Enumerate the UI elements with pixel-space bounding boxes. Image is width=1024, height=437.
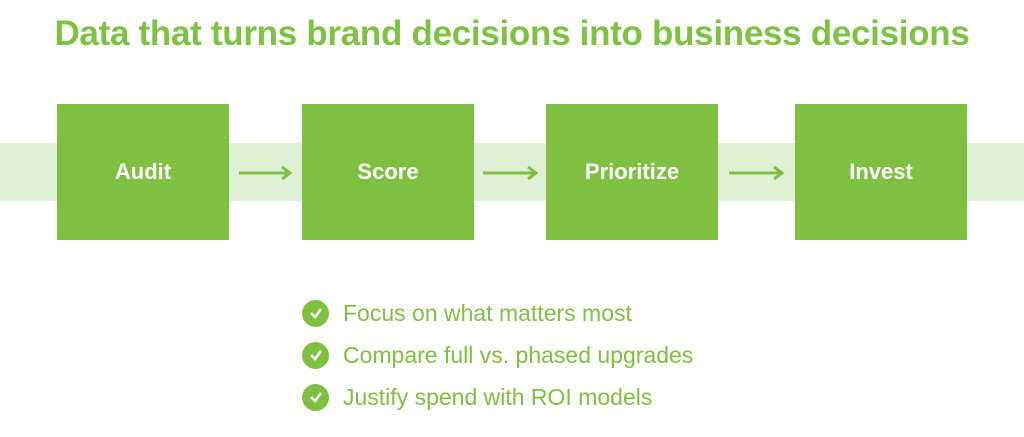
step-invest: Invest: [795, 104, 967, 240]
benefits-list: Focus on what matters most Compare full …: [302, 292, 693, 418]
step-score: Score: [302, 104, 474, 240]
benefit-text: Justify spend with ROI models: [343, 383, 653, 410]
benefit-text: Compare full vs. phased upgrades: [343, 341, 694, 368]
check-circle-icon: [302, 383, 329, 411]
list-item: Compare full vs. phased upgrades: [302, 334, 693, 376]
step-prioritize: Prioritize: [546, 104, 718, 240]
benefit-text: Focus on what matters most: [343, 299, 632, 326]
arrow-icon: [729, 165, 785, 181]
check-circle-icon: [302, 341, 329, 369]
check-circle-icon: [302, 299, 329, 327]
arrow-icon: [239, 165, 293, 181]
arrow-icon: [483, 165, 539, 181]
list-item: Justify spend with ROI models: [302, 376, 693, 418]
step-audit: Audit: [57, 104, 229, 240]
list-item: Focus on what matters most: [302, 292, 693, 334]
page-title: Data that turns brand decisions into bus…: [54, 14, 970, 53]
